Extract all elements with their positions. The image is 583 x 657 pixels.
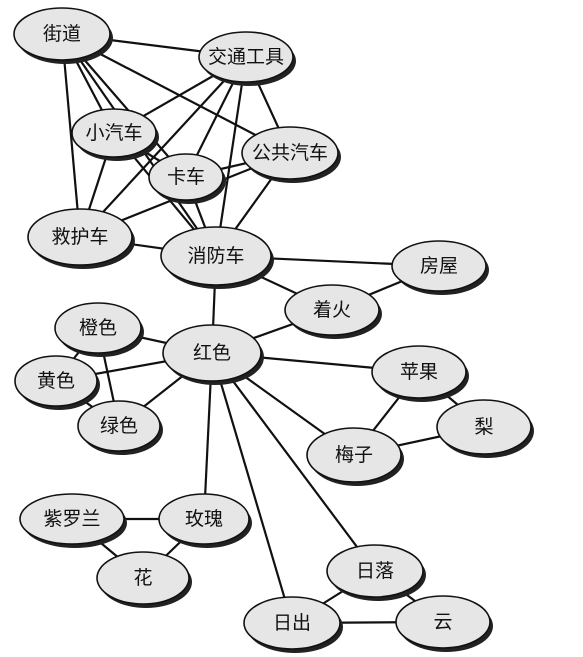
node-pear: 梨 [436, 399, 534, 458]
edge-red-sunrise [210, 351, 294, 625]
node-cloud: 云 [395, 595, 493, 652]
node-label: 玫瑰 [185, 508, 223, 530]
node-ambulance: 救护车 [27, 208, 135, 269]
node-ellipse [148, 153, 224, 201]
edge-vehicle-firetruck [214, 55, 248, 258]
node-label: 花 [133, 567, 152, 589]
node-ellipse [14, 355, 98, 407]
node-ellipse [162, 324, 262, 382]
node-red: 红色 [162, 324, 264, 385]
node-bus: 公共汽车 [241, 126, 341, 183]
node-label: 交通工具 [208, 46, 284, 68]
node-label: 着火 [313, 299, 351, 321]
node-ellipse [54, 302, 142, 354]
edge-red-sunset [210, 351, 377, 573]
node-ellipse [243, 596, 341, 650]
node-vehicle: 交通工具 [198, 31, 296, 86]
node-label: 日落 [356, 560, 394, 582]
node-label: 紫罗兰 [43, 508, 100, 530]
node-label: 云 [433, 611, 452, 633]
node-label: 橙色 [79, 317, 117, 339]
node-violet: 紫罗兰 [19, 493, 127, 548]
node-rose: 玫瑰 [158, 493, 252, 548]
node-ellipse [160, 226, 272, 286]
node-label: 黄色 [37, 370, 75, 392]
node-ellipse [241, 126, 339, 180]
node-label: 卡车 [167, 166, 205, 188]
node-label: 消防车 [187, 245, 244, 267]
node-flower: 花 [96, 551, 192, 608]
node-ellipse [96, 551, 190, 605]
node-label: 小汽车 [85, 122, 142, 144]
node-ellipse [326, 544, 424, 598]
node-fire: 着火 [284, 284, 382, 339]
node-label: 绿色 [100, 415, 138, 437]
node-label: 梨 [474, 416, 493, 438]
node-ellipse [27, 208, 133, 266]
node-ellipse [306, 427, 402, 483]
node-ellipse [198, 31, 294, 83]
edge-vehicle-ambulance [78, 55, 248, 239]
node-ellipse [19, 493, 125, 545]
node-orange: 橙色 [54, 302, 144, 357]
edge-street-ambulance [60, 32, 82, 239]
node-truck: 卡车 [148, 153, 226, 204]
node-ellipse [284, 284, 380, 336]
node-ellipse [436, 399, 532, 455]
node-ellipse [391, 240, 487, 292]
node-green: 绿色 [77, 400, 163, 455]
node-label: 苹果 [400, 361, 438, 383]
node-apple: 苹果 [371, 345, 469, 402]
node-label: 梅子 [335, 444, 373, 466]
node-ellipse [371, 345, 467, 399]
node-ellipse [77, 400, 161, 452]
node-label: 红色 [193, 342, 231, 364]
node-label: 救护车 [51, 226, 108, 248]
node-label: 公共汽车 [252, 142, 328, 164]
node-label: 日出 [273, 612, 311, 634]
node-car: 小汽车 [71, 108, 159, 161]
node-ellipse [158, 493, 250, 545]
node-label: 房屋 [420, 255, 458, 277]
node-ellipse [13, 7, 111, 61]
node-ellipse [71, 108, 157, 158]
node-label: 街道 [43, 23, 81, 45]
node-street: 街道 [13, 7, 113, 64]
node-ellipse [395, 595, 491, 649]
node-firetruck: 消防车 [160, 226, 274, 289]
node-house: 房屋 [391, 240, 489, 295]
node-plum: 梅子 [306, 427, 404, 486]
node-sunrise: 日出 [243, 596, 343, 653]
node-sunset: 日落 [326, 544, 426, 601]
node-yellow: 黄色 [14, 355, 100, 410]
